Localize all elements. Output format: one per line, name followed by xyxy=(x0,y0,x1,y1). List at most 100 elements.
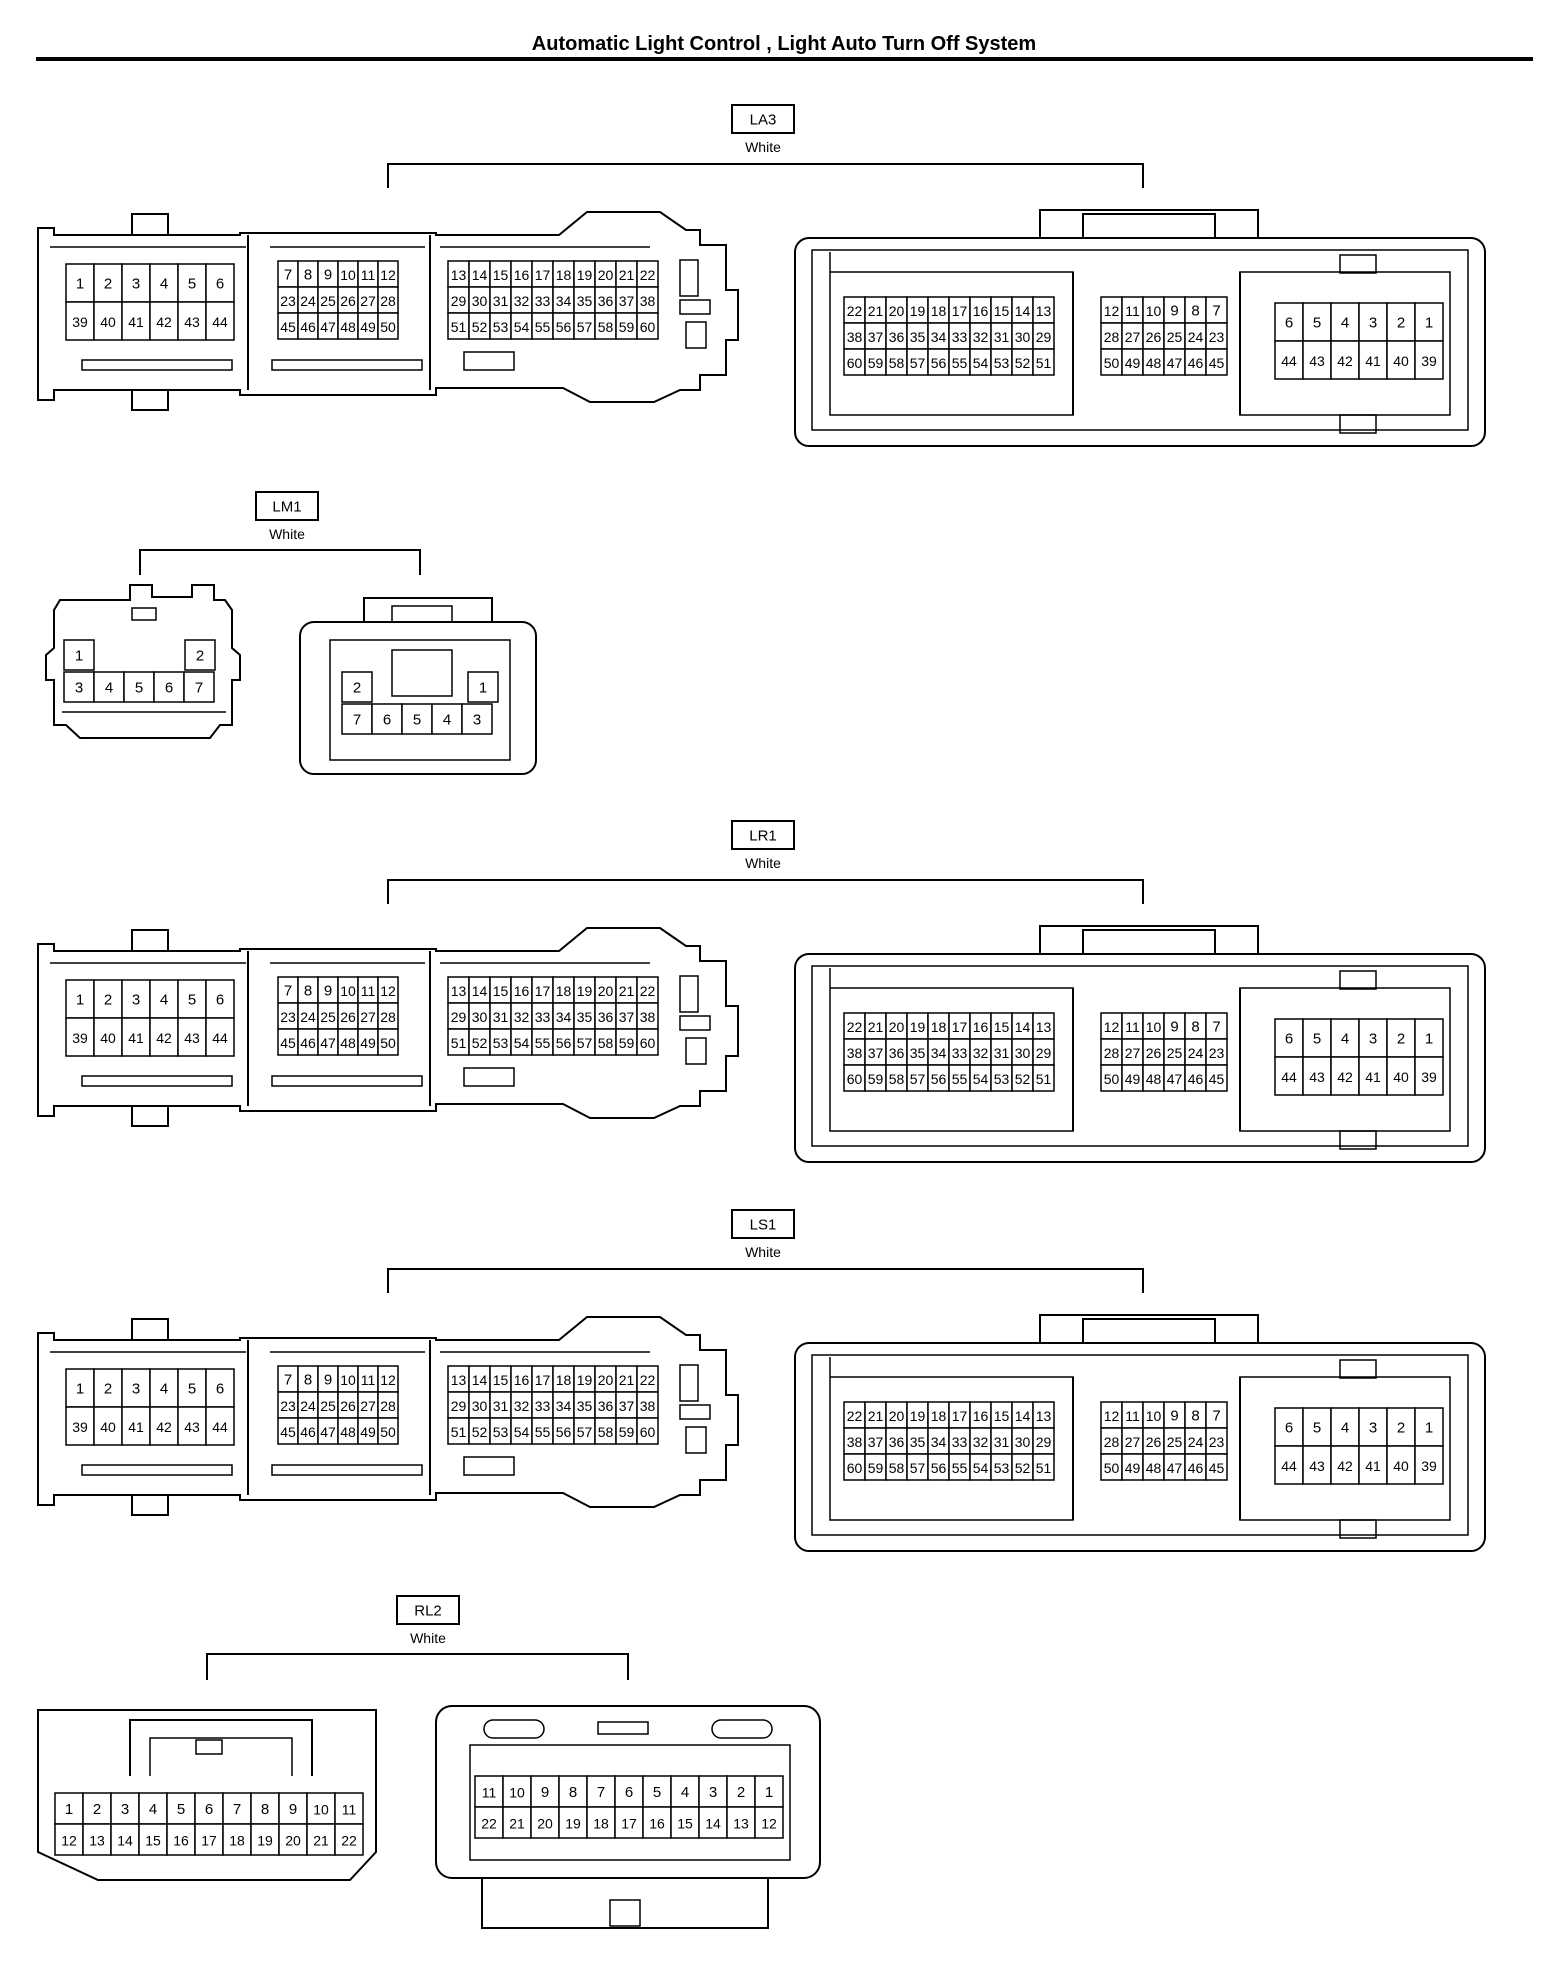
pin-number: 12 xyxy=(1104,1408,1120,1424)
pin-number: 7 xyxy=(353,712,361,729)
pin-number: 14 xyxy=(472,983,488,999)
pin-number: 1 xyxy=(765,1784,773,1801)
pin-number: 27 xyxy=(1125,1045,1141,1061)
pin-number: 24 xyxy=(300,1009,316,1025)
pin-number: 24 xyxy=(1188,1434,1204,1450)
pin-number: 41 xyxy=(1365,1458,1381,1474)
pin-number: 1 xyxy=(76,1381,84,1398)
inner-frame xyxy=(329,639,511,761)
pin-number: 50 xyxy=(1104,355,1120,371)
pin-number: 11 xyxy=(1125,1019,1140,1035)
pin-number: 57 xyxy=(910,1460,926,1476)
pin-cell xyxy=(474,1806,504,1839)
pin-number: 58 xyxy=(889,1071,905,1087)
pin-number: 5 xyxy=(188,1381,196,1398)
pin-cell xyxy=(149,1368,179,1408)
pin-cell xyxy=(121,1406,151,1446)
pin-number: 56 xyxy=(556,1424,572,1440)
pin-cell xyxy=(250,1792,280,1825)
pin-number: 22 xyxy=(847,303,863,319)
pin-number: 4 xyxy=(160,992,168,1009)
pin-number: 2 xyxy=(353,680,361,697)
pin-number: 19 xyxy=(257,1833,273,1849)
pin-number: 46 xyxy=(300,1424,316,1440)
pin-number: 8 xyxy=(304,983,312,1000)
pin-number: 51 xyxy=(451,1035,467,1051)
top-lock-inner xyxy=(1082,1318,1216,1343)
pin-number: 21 xyxy=(619,983,635,999)
inner-frame xyxy=(811,965,1469,1147)
pin-number: 15 xyxy=(493,983,509,999)
pin-number: 16 xyxy=(973,1019,989,1035)
pin-number: 2 xyxy=(737,1784,745,1801)
pin-cell xyxy=(467,671,499,703)
center-key xyxy=(391,649,453,697)
pin-number: 28 xyxy=(380,293,396,309)
pin-number: 20 xyxy=(537,1816,553,1832)
pin-number: 10 xyxy=(1146,1408,1162,1424)
pin-number: 11 xyxy=(361,267,376,283)
pin-cell xyxy=(377,312,399,340)
pin-number: 4 xyxy=(160,1381,168,1398)
pin-number: 37 xyxy=(868,329,884,345)
key-slot xyxy=(463,1456,515,1476)
pin-number: 35 xyxy=(577,1398,593,1414)
pin-number: 38 xyxy=(847,1045,863,1061)
pin-number: 8 xyxy=(1191,1019,1199,1036)
pin-number: 50 xyxy=(1104,1460,1120,1476)
pin-number: 4 xyxy=(1341,1031,1349,1048)
pin-number: 49 xyxy=(1125,1460,1141,1476)
pin-number: 20 xyxy=(889,1019,905,1035)
pin-cell xyxy=(1302,1018,1332,1058)
pin-number: 11 xyxy=(482,1785,497,1801)
pin-number: 36 xyxy=(598,293,614,309)
bottom-lock xyxy=(481,1878,769,1929)
pin-number: 53 xyxy=(493,319,509,335)
pin-number: 31 xyxy=(994,329,1010,345)
pin-number: 57 xyxy=(577,319,593,335)
pin-number: 12 xyxy=(1104,1019,1120,1035)
pin-number: 3 xyxy=(473,712,481,729)
pin-number: 56 xyxy=(556,1035,572,1051)
pin-cell xyxy=(1386,340,1416,380)
pin-number: 48 xyxy=(340,1424,356,1440)
pin-number: 58 xyxy=(598,319,614,335)
pin-number: 1 xyxy=(1425,1420,1433,1437)
pin-cell xyxy=(110,1792,140,1825)
pin-number: 27 xyxy=(360,1398,376,1414)
pin-number: 15 xyxy=(994,303,1010,319)
pin-number: 3 xyxy=(75,680,83,697)
pin-number: 34 xyxy=(931,1045,947,1061)
pin-number: 8 xyxy=(261,1801,269,1818)
pin-number: 54 xyxy=(973,1071,989,1087)
pin-number: 59 xyxy=(619,1424,635,1440)
pin-number: 16 xyxy=(514,1372,530,1388)
pin-number: 7 xyxy=(1212,303,1220,320)
pin-number: 2 xyxy=(1397,1420,1405,1437)
pin-number: 26 xyxy=(340,1398,356,1414)
connector-id: RL2 xyxy=(414,1603,442,1620)
pin-number: 11 xyxy=(361,983,376,999)
pin-number: 29 xyxy=(1036,329,1052,345)
latch-top xyxy=(131,929,169,951)
pin-cell xyxy=(205,1368,235,1408)
pin-number: 27 xyxy=(1125,1434,1141,1450)
pin-number: 51 xyxy=(1036,1460,1052,1476)
pin-number: 55 xyxy=(952,1071,968,1087)
top-lock-inner xyxy=(1082,929,1216,954)
pin-cell xyxy=(1330,302,1360,342)
pin-number: 40 xyxy=(100,314,116,330)
pin-number: 23 xyxy=(1209,1045,1225,1061)
pin-number: 9 xyxy=(1170,1019,1178,1036)
pin-number: 20 xyxy=(889,1408,905,1424)
pin-number: 50 xyxy=(380,1035,396,1051)
pin-number: 3 xyxy=(132,1381,140,1398)
pin-number: 6 xyxy=(216,276,224,293)
connector-id-box xyxy=(731,820,795,850)
pin-number: 55 xyxy=(535,319,551,335)
